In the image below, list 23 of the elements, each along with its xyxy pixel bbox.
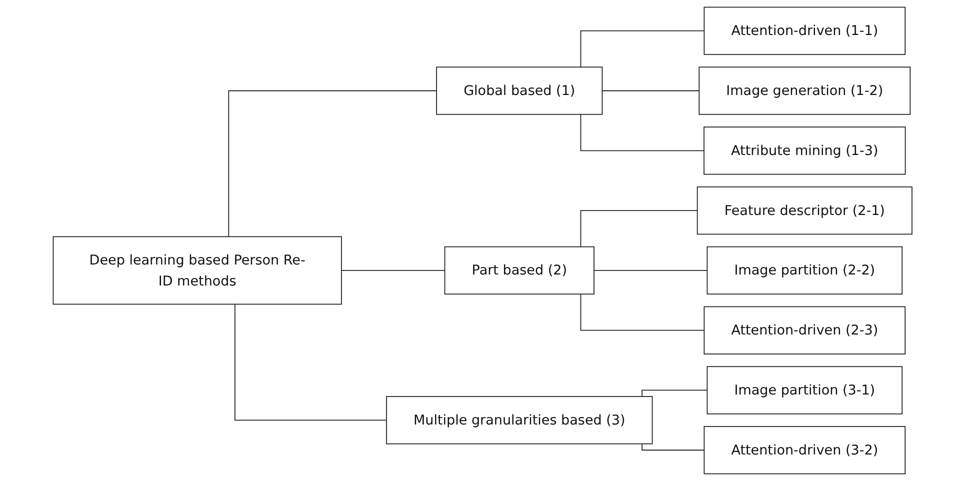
connector xyxy=(593,270,708,271)
node-box: Attention-driven (1-1) xyxy=(704,6,906,55)
node-box: Image generation (1-2) xyxy=(698,66,910,115)
node-box: Attention-driven (2-3) xyxy=(704,306,906,354)
connector xyxy=(642,443,705,451)
connector xyxy=(340,270,446,271)
connector xyxy=(580,294,705,331)
node-box: Image partition (3-1) xyxy=(706,366,902,414)
node-box: Feature descriptor (2-1) xyxy=(696,186,912,235)
node-box: Global based (1) xyxy=(436,66,603,115)
connector xyxy=(580,210,698,248)
node-box: Multiple granularities based (3) xyxy=(386,396,653,444)
node-box: Attribute mining (1-3) xyxy=(703,126,906,175)
connector xyxy=(580,30,705,68)
node-box: Attention-driven (3-2) xyxy=(704,426,906,474)
connector xyxy=(642,390,708,397)
connector xyxy=(234,304,387,421)
connector xyxy=(602,90,700,92)
node-box: Part based (2) xyxy=(444,246,594,295)
node-box: Deep learning based Person Re-ID methods xyxy=(52,236,342,305)
connector xyxy=(580,114,704,152)
connector xyxy=(228,90,437,238)
node-box: Image partition (2-2) xyxy=(706,246,902,295)
